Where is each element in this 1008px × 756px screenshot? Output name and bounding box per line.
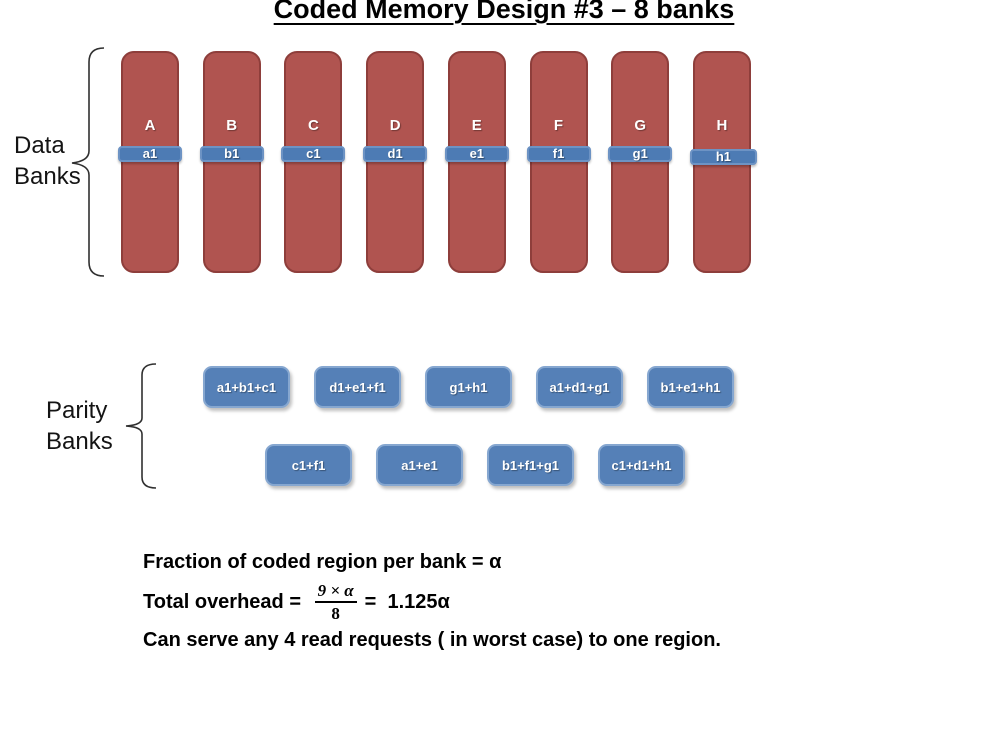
- data-bank-h: H h1: [689, 51, 757, 273]
- parity-box: b1+f1+g1: [487, 444, 574, 486]
- bank-letter: G: [634, 117, 647, 134]
- fraction-denominator: 8: [331, 604, 340, 623]
- parity-box: a1+b1+c1: [203, 366, 290, 408]
- overhead-prefix: Total overhead =: [143, 590, 307, 613]
- bank-cell: g1: [608, 146, 673, 162]
- data-banks-label: Data Banks: [14, 132, 81, 190]
- data-bank-d: D d1: [363, 51, 428, 273]
- data-banks-brace: [71, 47, 105, 277]
- bank-cell: b1: [199, 146, 264, 162]
- bank-letter: H: [716, 117, 728, 134]
- bank-cell: e1: [444, 146, 509, 162]
- parity-box: c1+f1: [265, 444, 352, 486]
- bank-cell: d1: [363, 146, 428, 162]
- data-bank-f: F f1: [526, 51, 591, 273]
- bank-letter: D: [389, 117, 401, 134]
- bank-letter: B: [226, 117, 238, 134]
- parity-box: a1+e1: [376, 444, 463, 486]
- bank-cell: c1: [281, 146, 346, 162]
- notes-block: Fraction of coded region per bank = α To…: [143, 551, 721, 652]
- bank-letter: C: [307, 117, 319, 134]
- slide-title: Coded Memory Design #3 – 8 banks: [273, 0, 735, 24]
- bank-letter: A: [144, 117, 156, 134]
- data-banks-row: A a1 B b1 C c1 D d1 E e1 F f1 G g1 H h1: [118, 51, 757, 273]
- parity-row-1: a1+b1+c1 d1+e1+f1 g1+h1 a1+d1+g1 b1+e1+h…: [203, 366, 734, 408]
- bank-letter: F: [553, 117, 564, 134]
- data-bank-a: A a1: [118, 51, 182, 273]
- data-bank-b: B b1: [199, 51, 264, 273]
- note-read-requests: Can serve any 4 read requests ( in worst…: [143, 629, 721, 651]
- overhead-result: = 1.125α: [364, 590, 450, 613]
- bank-cell: a1: [118, 146, 182, 162]
- data-bank-g: G g1: [608, 51, 673, 273]
- parity-banks-brace: [125, 363, 157, 489]
- overhead-fraction: 9 × α 8: [314, 581, 357, 623]
- parity-box: g1+h1: [425, 366, 512, 408]
- bank-letter: E: [471, 117, 482, 134]
- parity-box: c1+d1+h1: [598, 444, 685, 486]
- bank-cell: f1: [526, 146, 591, 162]
- data-bank-c: C c1: [281, 51, 346, 273]
- parity-row-2: c1+f1 a1+e1 b1+f1+g1 c1+d1+h1: [265, 444, 685, 486]
- note-total-overhead: Total overhead = 9 × α 8 = 1.125α: [143, 581, 721, 623]
- parity-banks-label: Parity Banks: [46, 397, 113, 455]
- data-bank-e: E e1: [444, 51, 509, 273]
- parity-box: a1+d1+g1: [536, 366, 623, 408]
- fraction-numerator: 9 × α: [314, 581, 357, 603]
- parity-box: b1+e1+h1: [647, 366, 734, 408]
- parity-box: d1+e1+f1: [314, 366, 401, 408]
- bank-cell: h1: [689, 149, 757, 165]
- note-fraction-per-bank: Fraction of coded region per bank = α: [143, 551, 502, 573]
